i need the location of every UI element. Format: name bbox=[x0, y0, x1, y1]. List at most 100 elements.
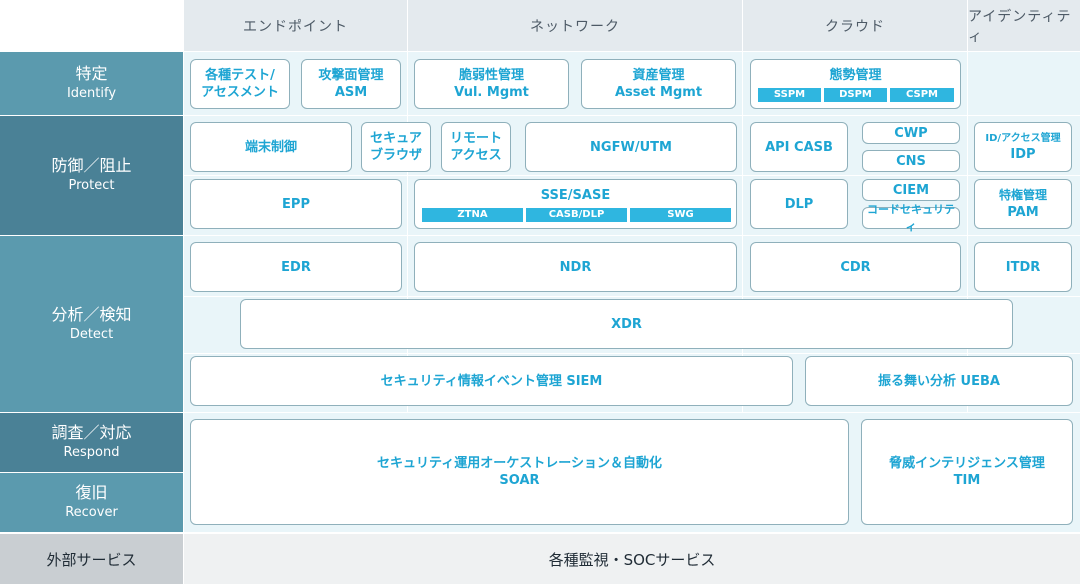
box-code-security: コードセキュリティ bbox=[862, 203, 960, 233]
box-assessment: 各種テスト/ アセスメント bbox=[190, 59, 290, 109]
grid-line bbox=[184, 353, 1080, 354]
row-header-respond: 調査／対応 Respond bbox=[0, 413, 183, 472]
box-label: NGFW/UTM bbox=[590, 139, 672, 155]
chip-casb-dlp: CASB/DLP bbox=[526, 208, 627, 222]
box-label: API CASB bbox=[765, 139, 833, 155]
box-itdr: ITDR bbox=[974, 242, 1072, 292]
row-label-jp: 分析／検知 bbox=[51, 304, 132, 324]
box-api-casb: API CASB bbox=[750, 122, 848, 172]
column-header-cloud: クラウド bbox=[743, 0, 967, 51]
chip-sspm: SSPM bbox=[758, 88, 821, 102]
row-label-en: Recover bbox=[65, 505, 118, 520]
box-label: CWP bbox=[894, 125, 928, 141]
box-label: ID/アクセス管理 bbox=[985, 132, 1061, 144]
zone-external bbox=[184, 534, 1080, 584]
box-label: 脆弱性管理 bbox=[458, 68, 524, 83]
row-label-jp: 調査／対応 bbox=[51, 423, 132, 442]
column-header-network: ネットワーク bbox=[408, 0, 742, 51]
box-label: アクセス bbox=[450, 148, 502, 163]
box-label: CDR bbox=[840, 259, 871, 275]
grid-line bbox=[967, 52, 968, 412]
box-label: Vul. Mgmt bbox=[454, 85, 529, 100]
box-label: EPP bbox=[282, 196, 310, 212]
box-remote-access: リモート アクセス bbox=[441, 122, 511, 172]
box-label: 資産管理 bbox=[632, 68, 685, 83]
row-header-identify: 特定 Identify bbox=[0, 52, 183, 115]
box-label: CNS bbox=[896, 153, 926, 169]
box-label: 各種テスト/ bbox=[205, 68, 275, 83]
box-sse-sase: SSE/SASE ZTNA CASB/DLP SWG bbox=[414, 179, 737, 229]
box-label: ブラウザ bbox=[369, 148, 422, 163]
box-asm: 攻撃面管理 ASM bbox=[301, 59, 401, 109]
box-label: セキュリティ情報イベント管理 SIEM bbox=[380, 373, 603, 389]
column-header-identity: アイデンティティ bbox=[968, 0, 1080, 51]
row-label-en: Respond bbox=[63, 445, 120, 460]
column-header-endpoint: エンドポイント bbox=[184, 0, 407, 51]
box-label: Asset Mgmt bbox=[614, 85, 703, 100]
row-label-jp: 特定 bbox=[75, 64, 108, 83]
box-label: リモート bbox=[449, 131, 502, 146]
box-label: 振る舞い分析 UEBA bbox=[878, 373, 1000, 389]
grid-line bbox=[184, 175, 1080, 176]
grid-line bbox=[742, 52, 743, 412]
box-label: XDR bbox=[611, 316, 642, 332]
box-label: ITDR bbox=[1005, 259, 1041, 275]
box-label: PAM bbox=[1007, 205, 1039, 220]
box-label: DLP bbox=[784, 196, 814, 212]
box-vul-mgmt: 脆弱性管理 Vul. Mgmt bbox=[414, 59, 569, 109]
box-label: 特権管理 bbox=[998, 188, 1047, 202]
box-label: EDR bbox=[281, 259, 311, 275]
chip-dspm: DSPM bbox=[824, 88, 887, 102]
box-soar: セキュリティ運用オーケストレーション＆自動化 SOAR bbox=[190, 419, 849, 525]
row-label-jp: 復旧 bbox=[75, 483, 108, 502]
box-label: 態勢管理 bbox=[829, 68, 882, 83]
box-ndr: NDR bbox=[414, 242, 737, 292]
box-ueba: 振る舞い分析 UEBA bbox=[805, 356, 1073, 406]
box-endpoint-control: 端末制御 bbox=[190, 122, 352, 172]
box-label: ASM bbox=[334, 85, 368, 100]
box-label: SOAR bbox=[499, 473, 540, 488]
box-label: 端末制御 bbox=[244, 139, 297, 155]
box-pam: 特権管理 PAM bbox=[974, 179, 1072, 229]
row-label-en: Identify bbox=[66, 86, 117, 101]
box-ngfw-utm: NGFW/UTM bbox=[525, 122, 737, 172]
grid-line bbox=[407, 52, 408, 412]
box-label: 脅威インテリジェンス管理 bbox=[889, 456, 1045, 471]
box-siem: セキュリティ情報イベント管理 SIEM bbox=[190, 356, 793, 406]
row-header-external: 外部サービス bbox=[0, 534, 183, 584]
box-label: TIM bbox=[953, 473, 981, 488]
row-header-recover: 復旧 Recover bbox=[0, 473, 183, 532]
external-service-label: 各種監視・SOCサービス bbox=[548, 550, 716, 569]
chip-cspm: CSPM bbox=[890, 88, 954, 102]
box-label: セキュリティ運用オーケストレーション＆自動化 bbox=[377, 456, 662, 471]
row-label-en: Detect bbox=[69, 326, 114, 342]
box-asset-mgmt: 資産管理 Asset Mgmt bbox=[581, 59, 736, 109]
box-label: NDR bbox=[559, 259, 592, 275]
row-header-protect: 防御／阻止 Protect bbox=[0, 116, 183, 235]
chip-swg: SWG bbox=[630, 208, 731, 222]
grid-line bbox=[184, 296, 1080, 297]
box-cns: CNS bbox=[862, 150, 960, 172]
row-header-detect: 分析／検知 Detect bbox=[0, 236, 183, 412]
box-label: SSE/SASE bbox=[540, 188, 611, 203]
box-label: コードセキュリティ bbox=[867, 203, 955, 233]
box-ciem: CIEM bbox=[862, 179, 960, 201]
chip-ztna: ZTNA bbox=[422, 208, 523, 222]
box-xdr: XDR bbox=[240, 299, 1013, 349]
box-secure-browser: セキュア ブラウザ bbox=[361, 122, 431, 172]
row-label-jp: 防御／阻止 bbox=[51, 156, 132, 175]
box-epp: EPP bbox=[190, 179, 402, 229]
box-label: 攻撃面管理 bbox=[318, 68, 384, 83]
box-label: アセスメント bbox=[201, 85, 279, 100]
row-label-en: Protect bbox=[68, 178, 115, 193]
box-label: IDP bbox=[1010, 146, 1036, 162]
box-tim: 脅威インテリジェンス管理 TIM bbox=[861, 419, 1073, 525]
box-cwp: CWP bbox=[862, 122, 960, 144]
box-edr: EDR bbox=[190, 242, 402, 292]
box-label: セキュア bbox=[370, 131, 422, 146]
box-label: CIEM bbox=[892, 182, 930, 198]
box-posture-mgmt: 態勢管理 SSPM DSPM CSPM bbox=[750, 59, 961, 109]
box-idp: ID/アクセス管理 IDP bbox=[974, 122, 1072, 172]
box-dlp: DLP bbox=[750, 179, 848, 229]
box-cdr: CDR bbox=[750, 242, 961, 292]
